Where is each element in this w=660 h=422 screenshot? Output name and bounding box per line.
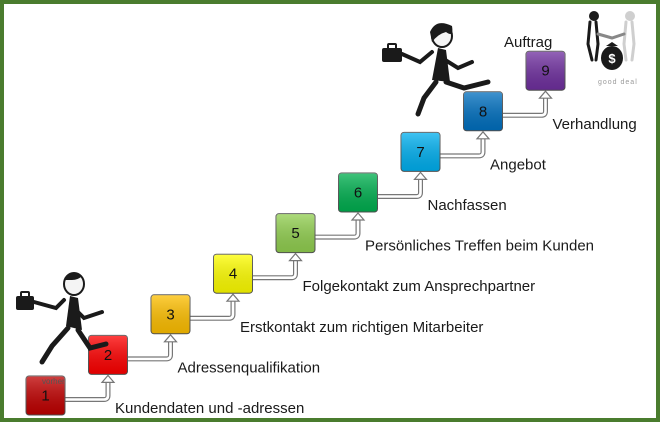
connector-arrow [252, 252, 303, 281]
step-number: 7 [416, 144, 424, 161]
businessman-lower-icon [16, 272, 109, 365]
businesswoman-upper-icon [382, 23, 491, 117]
step-number: 3 [166, 306, 174, 323]
step-box-shade [338, 173, 378, 212]
step-label: Erstkontakt zum richtigen Mitarbeiter [240, 319, 483, 336]
connector-arrow [502, 90, 553, 118]
money-symbol: $ [608, 51, 616, 66]
step-box-shade [463, 91, 503, 131]
connector-arrow [377, 171, 428, 199]
step-box-shade [526, 51, 565, 91]
connector-arrow [65, 374, 116, 402]
step-box-shade [26, 376, 65, 415]
step-label: Persönliches Treffen beim Kunden [365, 238, 594, 255]
connector-arrow [127, 333, 178, 362]
step-number: 4 [229, 266, 237, 283]
step-label: Auftrag [504, 34, 552, 51]
step-connectors [65, 90, 553, 402]
step-number: 2 [104, 347, 112, 364]
step-box-shade [213, 254, 253, 294]
connector-arrow [190, 293, 241, 321]
connector-arrow [440, 130, 491, 159]
step-number: 8 [479, 103, 487, 120]
step-number: 1 [41, 388, 49, 405]
good-deal-handshake-icon: $ good deal [586, 11, 638, 86]
step-9: 9 Auftrag [504, 34, 566, 91]
step-label: Angebot [490, 156, 547, 173]
step-label: Verhandlung [553, 116, 637, 133]
step-label: Kundendaten und -adressen [115, 400, 304, 417]
small-note: vorher [42, 377, 65, 386]
step-box-shade [276, 213, 315, 253]
step-number: 6 [354, 185, 362, 202]
step-label: Nachfassen [428, 197, 507, 214]
step-label: Adressenqualifikation [178, 359, 321, 376]
step-label: Folgekontakt zum Ansprechpartner [303, 278, 536, 295]
connector-arrow [315, 212, 366, 240]
step-box-shade [401, 132, 440, 172]
step-number: 5 [291, 225, 299, 242]
good-deal-caption: good deal [598, 79, 638, 86]
step-number: 9 [541, 63, 549, 80]
step-box-shade [151, 294, 190, 334]
